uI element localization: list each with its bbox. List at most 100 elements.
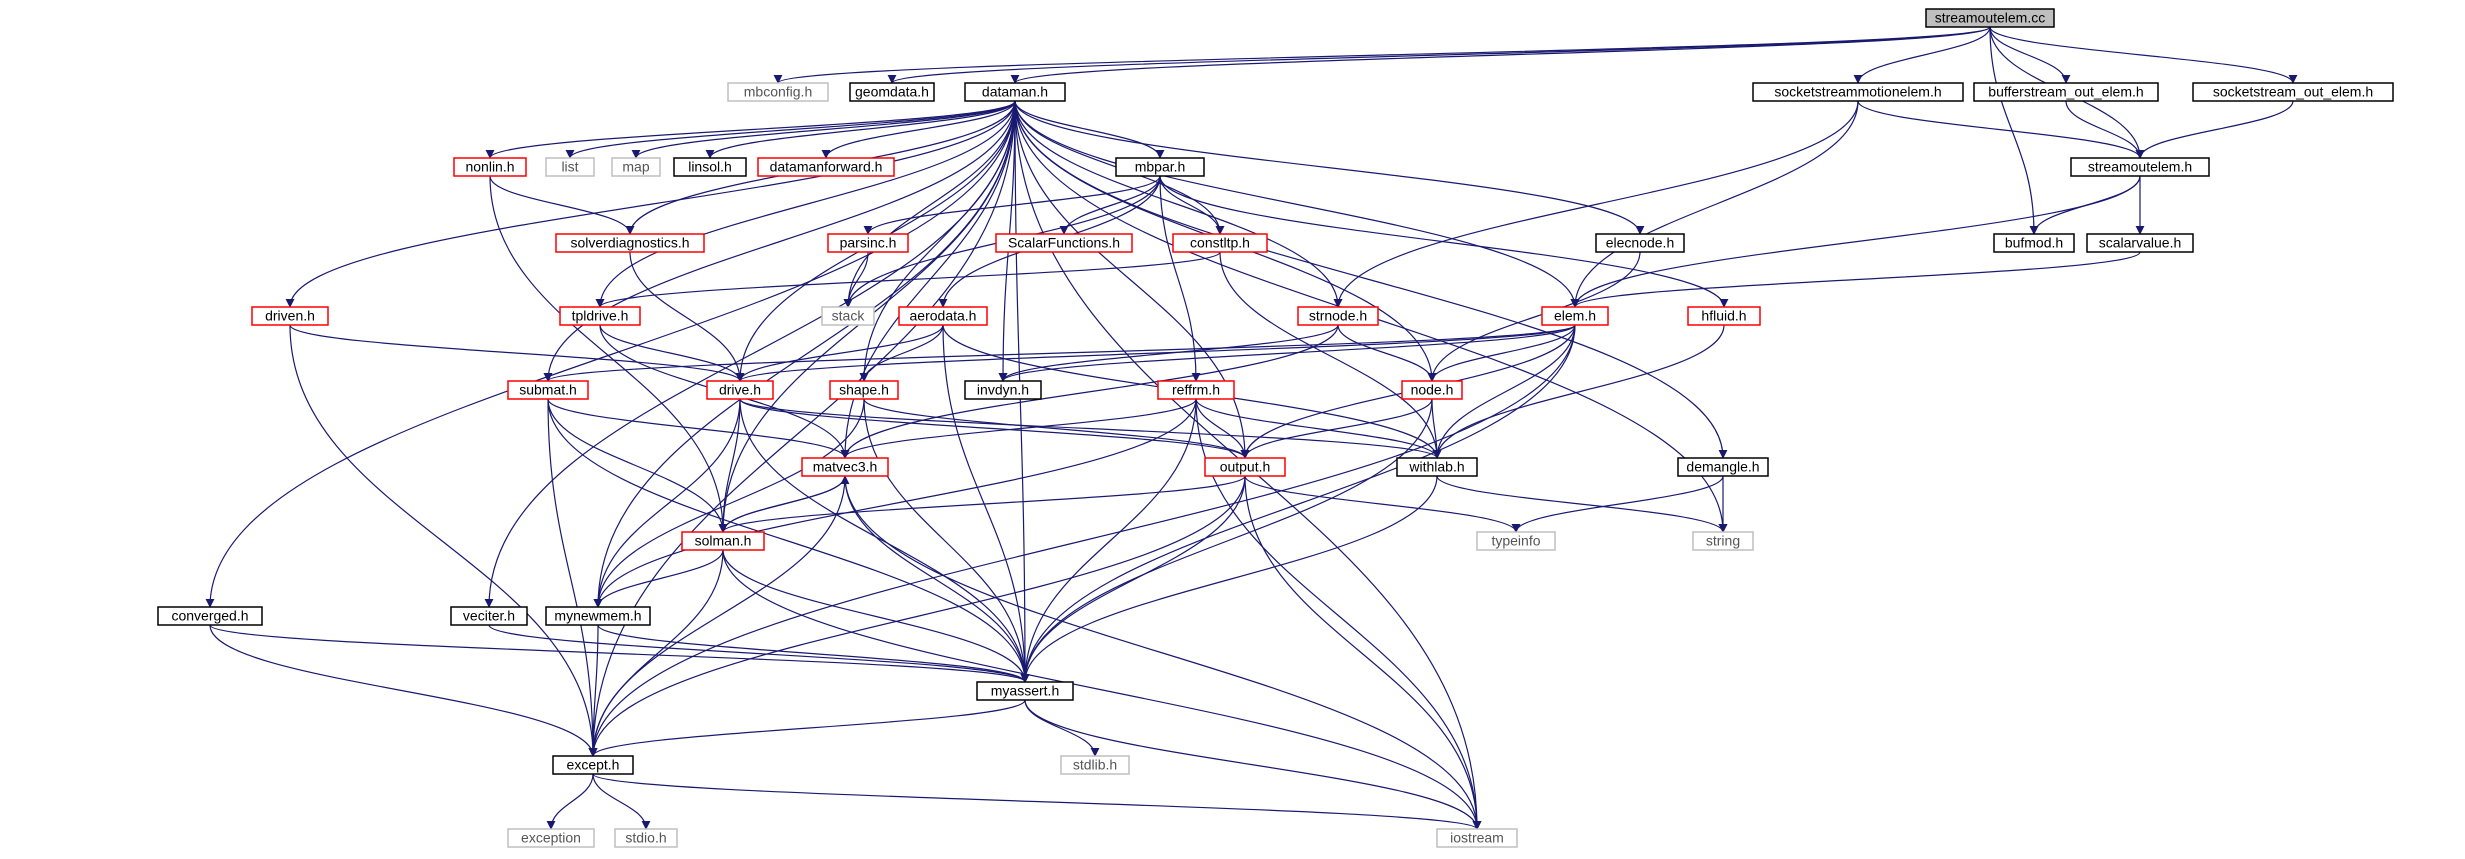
- node-shape-h[interactable]: shape.h: [829, 380, 899, 400]
- edge-dataman-h-to-map: [631, 100, 1016, 159]
- node-tpldrive-h[interactable]: tpldrive.h: [559, 306, 641, 326]
- edge-except-h-to-exception: [546, 773, 594, 830]
- node-socketstream-out-elem-h[interactable]: socketstream_out_elem.h: [2192, 82, 2394, 102]
- node-box: [1115, 157, 1205, 177]
- node-map[interactable]: map: [611, 157, 661, 177]
- node-label: myassert.h: [991, 683, 1059, 699]
- node-dataman-h[interactable]: dataman.h: [964, 82, 1066, 102]
- node-geomdata-h[interactable]: geomdata.h: [849, 82, 935, 102]
- node-box: [1541, 306, 1609, 326]
- node-box: [545, 606, 651, 626]
- node-label: elecnode.h: [1606, 235, 1675, 251]
- edge-converged-h-to-except-h: [209, 624, 598, 757]
- edges-layer: [205, 26, 2298, 830]
- edge-solman-h-to-mynewmem-h: [593, 549, 724, 608]
- edge-dataman-h-to-except-h: [588, 100, 1016, 757]
- node-bufferstream-out-elem-h[interactable]: bufferstream_out_elem.h: [1973, 82, 2159, 102]
- edge-driven-h-to-except-h: [289, 324, 598, 757]
- node-mbpar-h[interactable]: mbpar.h: [1115, 157, 1205, 177]
- node-box: [898, 306, 988, 326]
- node-label: drive.h: [719, 382, 761, 398]
- node-output-h[interactable]: output.h: [1204, 457, 1286, 477]
- node-elem-h[interactable]: elem.h: [1541, 306, 1609, 326]
- node-box: [1436, 828, 1518, 848]
- node-constltp-h[interactable]: constltp.h: [1172, 233, 1268, 253]
- edge-elecnode-h-to-node-h: [1427, 251, 1641, 382]
- node-iostream[interactable]: iostream: [1436, 828, 1518, 848]
- node-solman-h[interactable]: solman.h: [681, 531, 765, 551]
- node-box: [1476, 531, 1556, 551]
- node-demangle-h[interactable]: demangle.h: [1677, 457, 1769, 477]
- node-bufmod-h[interactable]: bufmod.h: [1993, 233, 2075, 253]
- node-box: [545, 157, 595, 177]
- node-label: scalarvalue.h: [2099, 235, 2182, 251]
- node-streamoutelem-h[interactable]: streamoutelem.h: [2070, 157, 2210, 177]
- edge-demangle-h-to-typeinfo: [1511, 475, 1724, 533]
- node-streamoutelem-cc[interactable]: streamoutelem.cc: [1925, 8, 2055, 28]
- node-mbconfig-h[interactable]: mbconfig.h: [727, 82, 829, 102]
- node-box: [995, 233, 1133, 253]
- node-label: mynewmem.h: [554, 608, 641, 624]
- node-list[interactable]: list: [545, 157, 595, 177]
- node-veciter-h[interactable]: veciter.h: [450, 606, 528, 626]
- node-stack[interactable]: stack: [821, 306, 875, 326]
- node-linsol-h[interactable]: linsol.h: [673, 157, 747, 177]
- node-datamanforward-h[interactable]: datamanforward.h: [757, 157, 895, 177]
- node-label: ScalarFunctions.h: [1008, 235, 1120, 251]
- node-driven-h[interactable]: driven.h: [251, 306, 329, 326]
- node-reffrm-h[interactable]: reffrm.h: [1157, 380, 1235, 400]
- edge-dataman-h-to-strnode-h: [1014, 100, 1343, 308]
- node-invdyn-h[interactable]: invdyn.h: [964, 380, 1042, 400]
- node-string[interactable]: string: [1692, 531, 1754, 551]
- node-box: [964, 380, 1042, 400]
- node-elecnode-h[interactable]: elecnode.h: [1595, 233, 1685, 253]
- edge-elem-h-to-node-h: [1427, 324, 1576, 382]
- node-typeinfo[interactable]: typeinfo: [1476, 531, 1556, 551]
- edge-streamoutelem-cc-to-bufferstream-out-elem-h: [1989, 26, 2071, 84]
- edge-dataman-h-to-demangle-h: [1014, 100, 1728, 459]
- node-box: [827, 233, 909, 253]
- edge-mbpar-h-to-reffrm-h: [1159, 175, 1201, 382]
- node-box: [964, 82, 1066, 102]
- node-matvec3-h[interactable]: matvec3.h: [801, 457, 889, 477]
- node-box: [849, 82, 935, 102]
- node-hfluid-h[interactable]: hfluid.h: [1687, 306, 1761, 326]
- edge-streamoutelem-cc-to-mbconfig-h: [773, 26, 1991, 84]
- edge-myassert-h-to-stdlib-h: [1024, 699, 1100, 757]
- node-withlab-h[interactable]: withlab.h: [1396, 457, 1478, 477]
- node-socketstreammotionelem-h[interactable]: socketstreammotionelem.h: [1752, 82, 1964, 102]
- node-box: [1925, 8, 2055, 28]
- node-except-h[interactable]: except.h: [552, 755, 634, 775]
- node-scalarvalue-h[interactable]: scalarvalue.h: [2086, 233, 2194, 253]
- edge-dataman-h-to-list: [565, 100, 1016, 159]
- node-aerodata-h[interactable]: aerodata.h: [898, 306, 988, 326]
- node-stdlib-h[interactable]: stdlib.h: [1060, 755, 1130, 775]
- node-drive-h[interactable]: drive.h: [706, 380, 774, 400]
- node-scalarfunctions-h[interactable]: ScalarFunctions.h: [995, 233, 1133, 253]
- node-myassert-h[interactable]: myassert.h: [976, 681, 1074, 701]
- node-box: [829, 380, 899, 400]
- edge-output-h-to-iostream: [1244, 475, 1482, 830]
- node-nonlin-h[interactable]: nonlin.h: [453, 157, 527, 177]
- node-converged-h[interactable]: converged.h: [157, 606, 263, 626]
- node-strnode-h[interactable]: strnode.h: [1297, 306, 1379, 326]
- edge-dataman-h-to-tpldrive-h: [595, 100, 1016, 308]
- node-parsinc-h[interactable]: parsinc.h: [827, 233, 909, 253]
- edge-dataman-h-to-mbpar-h: [1014, 100, 1165, 159]
- node-box: [801, 457, 889, 477]
- node-label: socketstreammotionelem.h: [1774, 84, 1941, 100]
- node-label: shape.h: [839, 382, 889, 398]
- node-label: matvec3.h: [813, 459, 878, 475]
- node-exception[interactable]: exception: [507, 828, 595, 848]
- node-label: solverdiagnostics.h: [570, 235, 689, 251]
- node-stdio-h[interactable]: stdio.h: [614, 828, 678, 848]
- node-mynewmem-h[interactable]: mynewmem.h: [545, 606, 651, 626]
- edge-aerodata-h-to-drive-h: [735, 324, 944, 382]
- edge-mbpar-h-to-scalarfunctions-h: [1059, 175, 1161, 235]
- node-node-h[interactable]: node.h: [1401, 380, 1463, 400]
- edge-dataman-h-to-mynewmem-h: [593, 100, 1016, 608]
- node-submat-h[interactable]: submat.h: [507, 380, 589, 400]
- edge-hfluid-h-to-withlab-h: [1432, 324, 1725, 459]
- node-solverdiagnostics-h[interactable]: solverdiagnostics.h: [555, 233, 705, 253]
